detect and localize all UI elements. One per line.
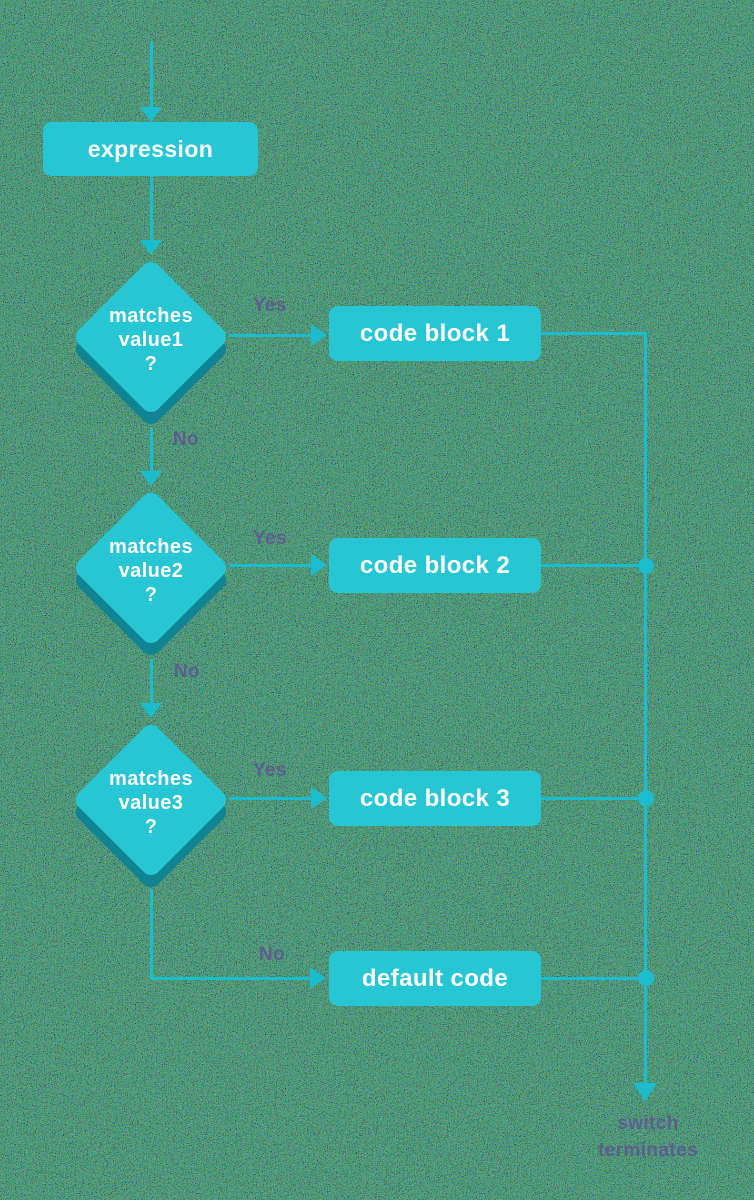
- edge-label-yes-1: Yes: [253, 295, 287, 316]
- edge-code2-to-rail: [541, 564, 645, 567]
- edge-label-yes-2: Yes: [253, 528, 287, 549]
- edge-code3-to-rail: [541, 797, 645, 800]
- terminator-line2: terminates: [597, 1140, 699, 1161]
- node-code-block-3: code block 3: [329, 771, 541, 826]
- edge-code1-to-rail: [541, 332, 645, 335]
- arrowhead-right-icon: [311, 324, 327, 346]
- node-expression-label: expression: [87, 135, 214, 162]
- decision1-line2: value1: [118, 329, 184, 351]
- node-code-block-1-label: code block 1: [359, 319, 511, 347]
- edge-rail-vertical: [644, 332, 647, 1084]
- arrowhead-right-icon: [311, 787, 327, 809]
- node-expression: expression: [43, 122, 258, 176]
- node-code-block-2-label: code block 2: [359, 551, 511, 579]
- node-code-block-1: code block 1: [329, 306, 541, 361]
- edge-expression-to-decision1: [150, 176, 153, 241]
- arrowhead-down-icon: [633, 1083, 657, 1101]
- decision2-line1: matches: [109, 536, 193, 558]
- edge-decision3-no-vertical: [150, 889, 153, 979]
- edge-decision3-yes: [229, 797, 311, 800]
- decision1-line1: matches: [109, 305, 193, 327]
- edge-default-to-rail: [541, 977, 645, 980]
- decision3-line1: matches: [109, 768, 193, 790]
- arrowhead-down-icon: [140, 240, 162, 255]
- node-code-block-3-label: code block 3: [359, 784, 511, 812]
- arrowhead-down-icon: [140, 107, 162, 122]
- node-default-code-label: default code: [361, 964, 509, 992]
- edge-label-no-3: No: [258, 944, 286, 965]
- arrowhead-right-icon: [310, 967, 326, 989]
- terminator-line1: switch: [617, 1113, 679, 1134]
- node-terminator: switch terminates: [566, 1110, 730, 1164]
- decision1-line3: ?: [144, 353, 158, 375]
- decision3-line2: value3: [118, 792, 184, 814]
- edge-decision2-yes: [229, 564, 311, 567]
- arrowhead-down-icon: [140, 471, 162, 486]
- node-decision1-label: matches value1 ?: [71, 304, 231, 376]
- node-decision2-label: matches value2 ?: [71, 535, 231, 607]
- rail-junction-dot: [638, 558, 654, 574]
- arrowhead-down-icon: [140, 703, 162, 718]
- edge-label-yes-3: Yes: [253, 760, 287, 781]
- edge-decision1-yes: [229, 334, 311, 337]
- arrowhead-right-icon: [311, 554, 327, 576]
- decision2-line2: value2: [118, 560, 184, 582]
- edge-decision3-no-horizontal: [150, 977, 311, 980]
- rail-junction-dot: [638, 790, 654, 806]
- decision2-line3: ?: [144, 584, 158, 606]
- edge-label-no-1: No: [172, 429, 200, 450]
- node-default-code: default code: [329, 951, 541, 1006]
- rail-junction-dot: [638, 970, 654, 986]
- edge-start-to-expression: [150, 42, 153, 108]
- edge-label-no-2: No: [173, 661, 201, 682]
- node-decision3-label: matches value3 ?: [71, 767, 231, 839]
- decision3-line3: ?: [144, 816, 158, 838]
- node-code-block-2: code block 2: [329, 538, 541, 593]
- edge-decision2-no: [150, 659, 153, 704]
- edge-decision1-no: [150, 428, 153, 472]
